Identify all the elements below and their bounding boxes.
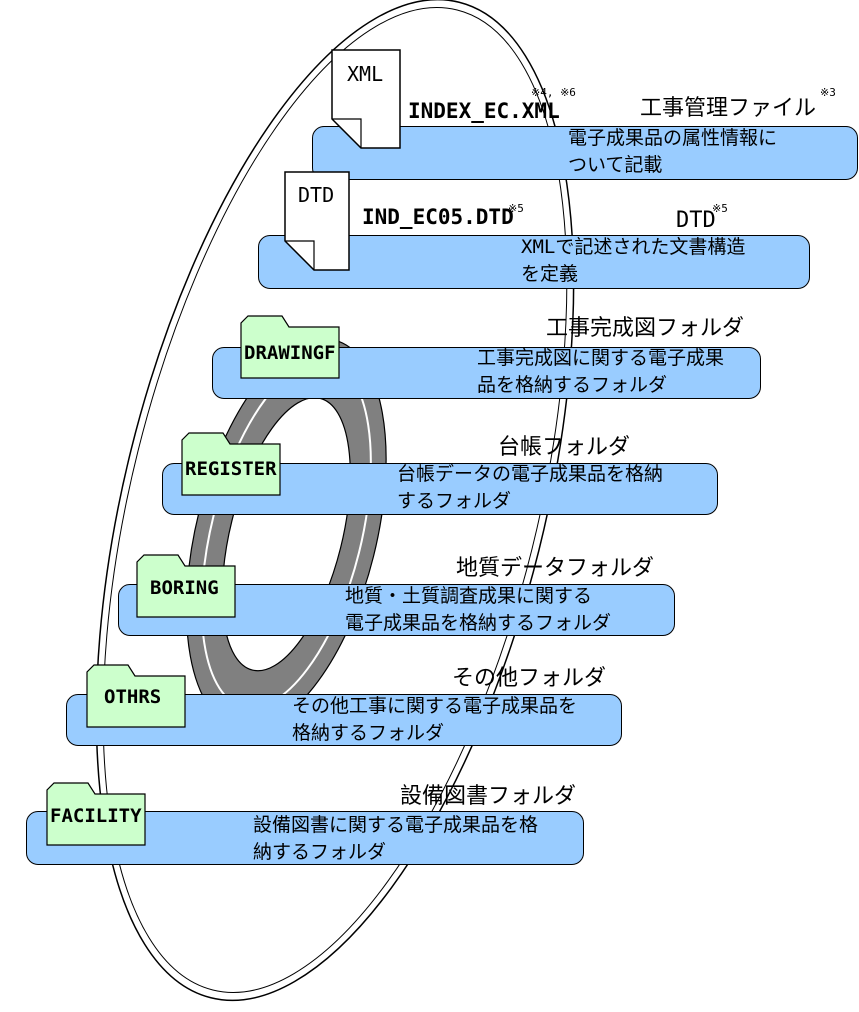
drawingf-desc-line2: 品を格納するフォルダ bbox=[477, 374, 668, 396]
xml-desc-line1: 電子成果品の属性情報に bbox=[568, 127, 778, 149]
boring-title: 地質データフォルダ bbox=[456, 556, 655, 581]
xml-desc-line2: ついて記載 bbox=[568, 154, 663, 176]
dtd-title-note: ※5 bbox=[712, 202, 728, 215]
register-desc-line2: するフォルダ bbox=[397, 490, 512, 512]
register-folder-label: REGISTER bbox=[185, 458, 277, 480]
xml-icon-label: XML bbox=[347, 62, 384, 86]
register-title: 台帳フォルダ bbox=[498, 435, 631, 460]
dtd-desc-line2: を定義 bbox=[521, 263, 579, 285]
dtd-icon-label: DTD bbox=[298, 183, 335, 207]
dtd-description-box bbox=[258, 235, 810, 289]
dtd-filename: IND_EC05.DTD bbox=[362, 205, 514, 229]
xml-description-box bbox=[312, 126, 858, 180]
facility-title: 設備図書フォルダ bbox=[400, 784, 577, 809]
drawingf-folder-label: DRAWINGF bbox=[244, 342, 336, 364]
facility-desc-line2: 納するフォルダ bbox=[253, 841, 387, 863]
othrs-desc-line1: その他工事に関する電子成果品を bbox=[292, 695, 578, 717]
dtd-desc-line1: XMLで記述された文書構造 bbox=[521, 236, 746, 258]
drawingf-folder-icon bbox=[240, 315, 340, 379]
register-folder-icon bbox=[181, 432, 281, 496]
xml-filename: INDEX_EC.XML bbox=[408, 99, 560, 123]
xml-title: 工事管理ファイル bbox=[640, 96, 817, 121]
boring-folder-icon bbox=[136, 554, 236, 618]
facility-desc-line1: 設備図書に関する電子成果品を格 bbox=[253, 814, 539, 836]
othrs-title: その他フォルダ bbox=[452, 666, 607, 691]
othrs-folder-icon bbox=[86, 664, 186, 728]
dtd-title: DTD bbox=[676, 208, 716, 233]
facility-folder-label: FACILITY bbox=[50, 805, 142, 827]
boring-folder-label: BORING bbox=[150, 577, 219, 599]
othrs-folder-label: OTHRS bbox=[104, 686, 162, 708]
boring-desc-line2: 電子成果品を格納するフォルダ bbox=[345, 612, 612, 634]
xml-document-icon bbox=[331, 49, 401, 149]
dtd-document-icon bbox=[284, 171, 350, 271]
boring-desc-line1: 地質・土質調査成果に関する bbox=[345, 585, 593, 607]
xml-title-note: ※3 bbox=[820, 86, 836, 99]
facility-folder-icon bbox=[46, 782, 146, 846]
drawingf-desc-line1: 工事完成図に関する電子成果 bbox=[477, 347, 725, 369]
othrs-desc-line2: 格納するフォルダ bbox=[292, 722, 445, 744]
xml-filename-note: ※4, ※6 bbox=[531, 86, 576, 99]
dtd-filename-note: ※5 bbox=[508, 202, 524, 215]
drawingf-title: 工事完成図フォルダ bbox=[546, 316, 745, 341]
register-desc-line1: 台帳データの電子成果品を格納 bbox=[397, 463, 664, 485]
